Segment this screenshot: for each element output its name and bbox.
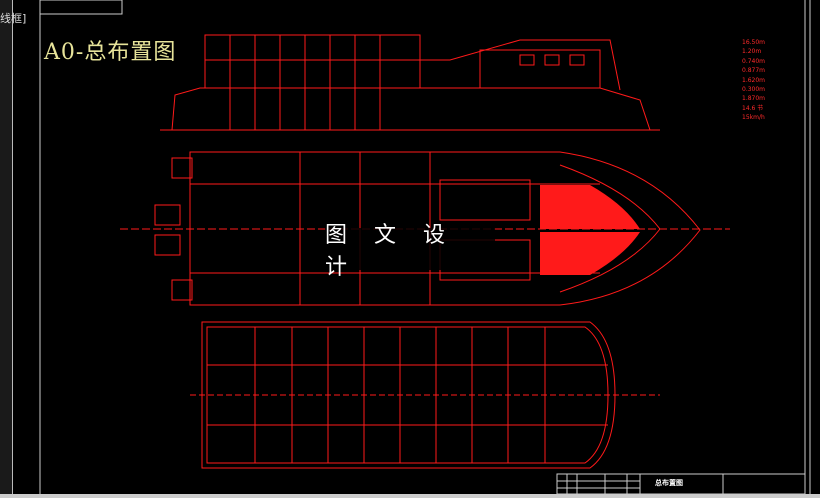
- side-grid: [205, 35, 420, 130]
- drawing-title: A0-总布置图: [44, 40, 177, 65]
- spec-value: 1.20m: [742, 48, 762, 56]
- spec-value: 0.740m: [742, 57, 766, 65]
- deck-plan: [190, 321, 660, 469]
- top-frame-box: [39, 0, 123, 15]
- spec-value: 1.870m: [742, 95, 766, 103]
- spec-table: 16.50m 1.20m 0.740m 0.877m 1.620m 0.300m…: [722, 38, 765, 123]
- left-panel-strip: [0, 0, 13, 498]
- viewport-label[interactable]: 线框]: [0, 12, 27, 25]
- spec-value: 0.877m: [742, 67, 766, 75]
- spec-value: 1.620m: [742, 76, 766, 84]
- spec-value: 16.50m: [742, 39, 766, 46]
- watermark: 图 文 设 计: [325, 223, 495, 280]
- status-strip: [0, 494, 820, 498]
- spec-value: 15km/h: [742, 114, 765, 122]
- side-elevation: [160, 34, 660, 131]
- plan-hatch: [540, 185, 640, 275]
- spec-value: 14.6 节: [742, 104, 764, 112]
- title-block-name: 总布置图: [655, 479, 683, 487]
- spec-value: 0.300m: [742, 86, 766, 94]
